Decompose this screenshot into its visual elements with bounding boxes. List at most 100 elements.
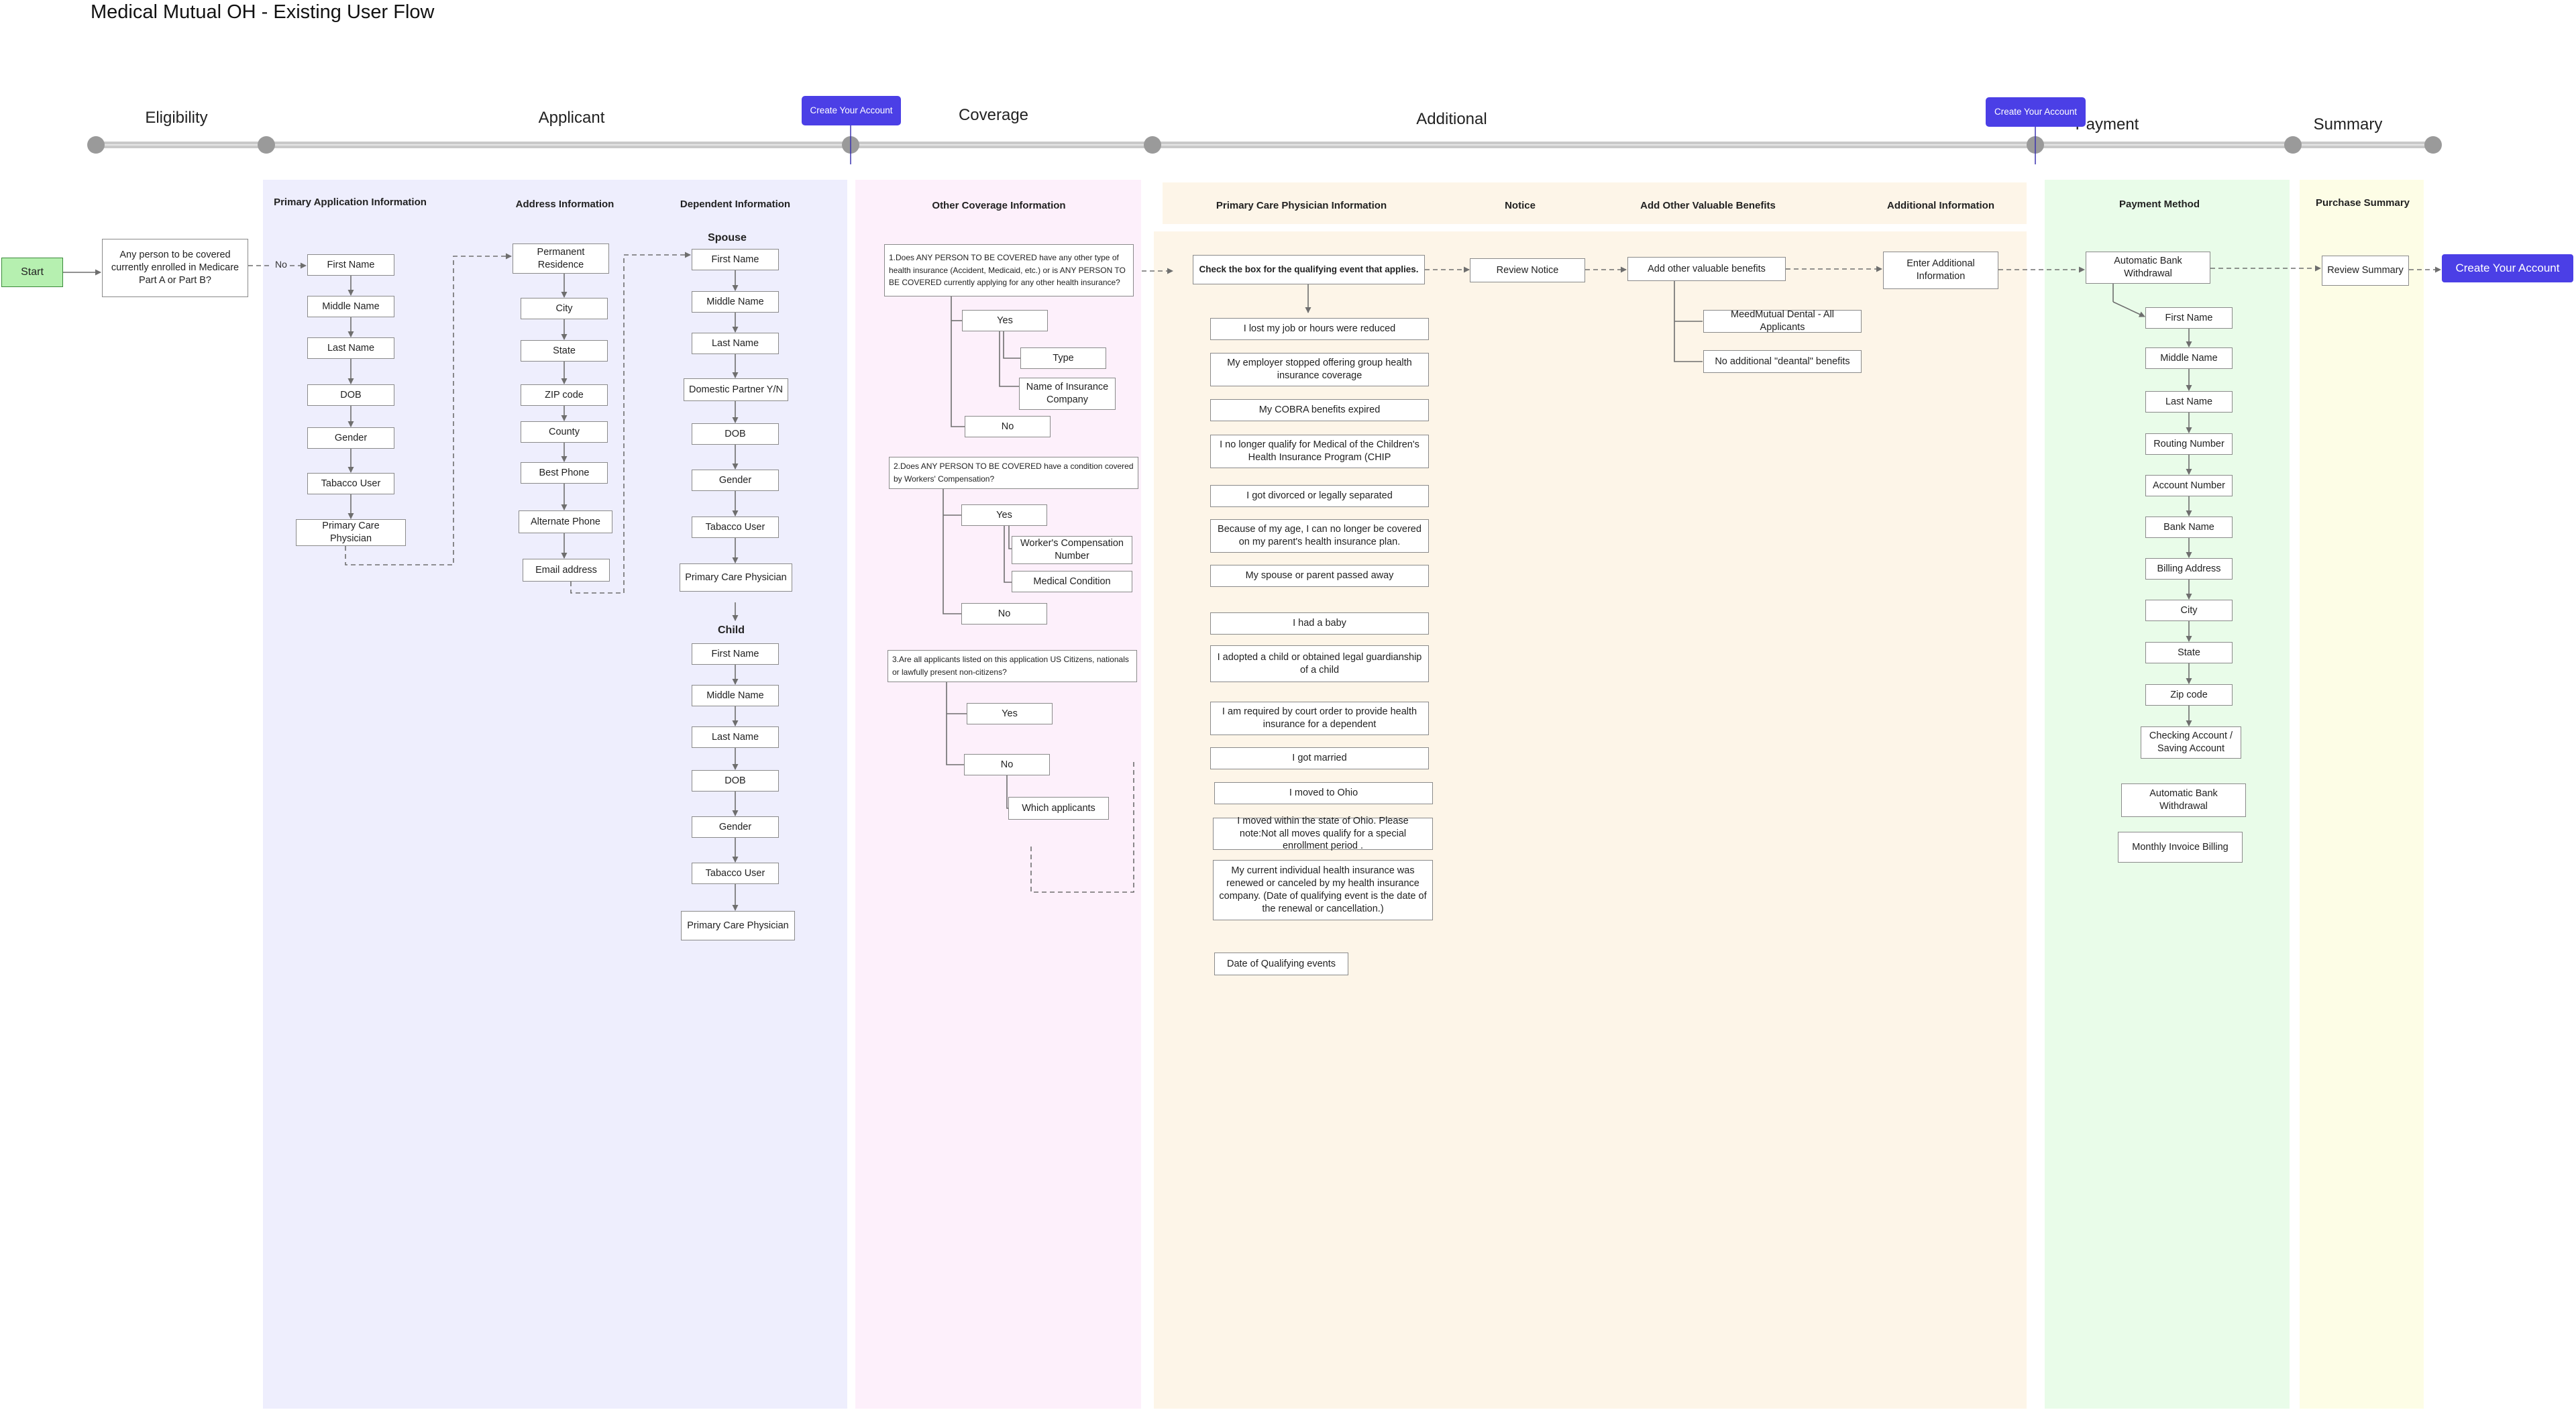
q2-wc-branch bbox=[1008, 526, 1012, 549]
spouse-primary-care-physician: Primary Care Physician bbox=[680, 563, 792, 592]
section-benefits: Add Other Valuable Benefits bbox=[1640, 200, 1776, 211]
event-age-out[interactable]: Because of my age, I can no longer be co… bbox=[1210, 519, 1429, 553]
payment-routing-number: Routing Number bbox=[2145, 433, 2233, 455]
address-to-spouse bbox=[570, 252, 691, 594]
summary-band bbox=[2300, 180, 2424, 1409]
address-city: City bbox=[521, 298, 608, 319]
q3-no: No bbox=[964, 754, 1050, 775]
child-dob: DOB bbox=[692, 770, 779, 792]
payment-account-type: Checking Account / Saving Account bbox=[2141, 726, 2241, 759]
event-employer-stopped[interactable]: My employer stopped offering group healt… bbox=[1210, 353, 1429, 386]
q2-no: No bbox=[961, 603, 1047, 624]
milestone-create-account-1[interactable]: Create Your Account bbox=[802, 96, 901, 125]
medicare-question: Any person to be covered currently enrol… bbox=[102, 239, 248, 297]
q1-type: Type bbox=[1020, 347, 1106, 369]
address-state: State bbox=[521, 340, 608, 362]
primary-gender: Gender bbox=[307, 427, 394, 449]
event-chip[interactable]: I no longer qualify for Medical of the C… bbox=[1210, 435, 1429, 468]
address-alternate-phone: Alternate Phone bbox=[519, 510, 612, 533]
payment-option-auto-bank[interactable]: Automatic Bank Withdrawal bbox=[2121, 783, 2246, 817]
spouse-middle-name: Middle Name bbox=[692, 291, 779, 313]
phase-payment: Payment bbox=[2075, 115, 2139, 133]
event-moved-within-ohio[interactable]: I moved within the state of Ohio. Please… bbox=[1213, 816, 1433, 851]
primary-care-physician: Primary Care Physician bbox=[296, 519, 406, 546]
q3-no-tree bbox=[1006, 775, 1008, 809]
child-primary-care-physician: Primary Care Physician bbox=[681, 911, 795, 940]
child-title: Child bbox=[718, 624, 745, 636]
event-renewed-canceled[interactable]: My current individual health insurance w… bbox=[1213, 860, 1433, 920]
phase-summary: Summary bbox=[2313, 115, 2383, 133]
timeline-dot-6 bbox=[2424, 136, 2442, 154]
timeline-dot-3 bbox=[1144, 136, 1161, 154]
payment-account-number: Account Number bbox=[2145, 475, 2233, 496]
coverage-question-3: 3.Are all applicants listed on this appl… bbox=[888, 650, 1137, 682]
address-permanent-residence: Permanent Residence bbox=[513, 243, 609, 274]
benefit-dental[interactable]: MeedMutual Dental - All Applicants bbox=[1703, 309, 1862, 333]
event-cobra-expired[interactable]: My COBRA benefits expired bbox=[1210, 399, 1429, 421]
event-court-order[interactable]: I am required by court order to provide … bbox=[1210, 702, 1429, 735]
address-zip-code: ZIP code bbox=[521, 384, 608, 406]
q3-tree bbox=[946, 682, 964, 765]
review-notice: Review Notice bbox=[1470, 258, 1585, 282]
q3-yes: Yes bbox=[967, 703, 1053, 724]
primary-first-name: First Name bbox=[307, 254, 394, 276]
primary-dob: DOB bbox=[307, 384, 394, 406]
check-qualifying-event: Check the box for the qualifying event t… bbox=[1193, 255, 1425, 284]
auto-bank-to-first-name bbox=[2112, 301, 2145, 317]
payment-option-monthly-invoice[interactable]: Monthly Invoice Billing bbox=[2118, 832, 2243, 863]
primary-last-name: Last Name bbox=[307, 337, 394, 359]
payment-last-name: Last Name bbox=[2145, 391, 2233, 413]
additional-band-header bbox=[1163, 182, 2027, 224]
create-account-button[interactable]: Create Your Account bbox=[2442, 254, 2573, 282]
payment-billing-address: Billing Address bbox=[2145, 558, 2233, 580]
section-address: Address Information bbox=[515, 199, 614, 210]
payment-middle-name: Middle Name bbox=[2145, 347, 2233, 369]
event-adopted-child[interactable]: I adopted a child or obtained legal guar… bbox=[1210, 645, 1429, 682]
spouse-gender: Gender bbox=[692, 470, 779, 491]
address-email: Email address bbox=[523, 559, 610, 582]
child-last-name: Last Name bbox=[692, 726, 779, 748]
event-had-baby[interactable]: I had a baby bbox=[1210, 612, 1429, 635]
q2-workers-comp-number: Worker's Compensation Number bbox=[1012, 536, 1132, 564]
spouse-tabacco-user: Tabacco User bbox=[692, 517, 779, 538]
q2-yes-tree bbox=[1004, 526, 1012, 583]
event-lost-job[interactable]: I lost my job or hours were reduced bbox=[1210, 318, 1429, 340]
address-county: County bbox=[521, 421, 608, 443]
spouse-last-name: Last Name bbox=[692, 333, 779, 354]
primary-to-address bbox=[345, 253, 512, 565]
payment-auto-bank-withdrawal: Automatic Bank Withdrawal bbox=[2086, 252, 2210, 284]
section-dependent: Dependent Information bbox=[680, 199, 791, 210]
payment-city: City bbox=[2145, 600, 2233, 621]
spouse-dob: DOB bbox=[692, 423, 779, 445]
timeline-dot-1 bbox=[258, 136, 275, 154]
spouse-title: Spouse bbox=[708, 232, 747, 243]
payment-zip-code: Zip code bbox=[2145, 684, 2233, 706]
event-spouse-parent-passed[interactable]: My spouse or parent passed away bbox=[1210, 565, 1429, 587]
timeline-dot-5 bbox=[2284, 136, 2302, 154]
primary-tabacco-user: Tabacco User bbox=[307, 473, 394, 494]
milestone-create-account-2[interactable]: Create Your Account bbox=[1986, 97, 2086, 127]
benefit-no-dental[interactable]: No additional "deantal" benefits bbox=[1703, 350, 1862, 373]
primary-middle-name: Middle Name bbox=[307, 296, 394, 317]
q2-yes: Yes bbox=[961, 504, 1047, 526]
q1-yes-tree bbox=[999, 331, 1019, 387]
event-got-married[interactable]: I got married bbox=[1210, 747, 1429, 769]
add-valuable-benefits: Add other valuable benefits bbox=[1627, 257, 1786, 281]
child-tabacco-user: Tabacco User bbox=[692, 863, 779, 884]
q1-tree bbox=[951, 296, 965, 427]
timeline-dot-0 bbox=[87, 136, 105, 154]
date-qualifying-events: Date of Qualifying events bbox=[1214, 953, 1348, 975]
spouse-domestic-partner: Domestic Partner Y/N bbox=[684, 378, 788, 401]
start-node[interactable]: Start bbox=[1, 258, 63, 287]
phase-eligibility: Eligibility bbox=[145, 109, 208, 127]
q2-tree bbox=[943, 489, 961, 614]
event-divorced[interactable]: I got divorced or legally separated bbox=[1210, 485, 1429, 507]
event-moved-to-ohio[interactable]: I moved to Ohio bbox=[1214, 782, 1433, 804]
enter-additional-information: Enter Additional Information bbox=[1883, 252, 1998, 289]
q1-yes: Yes bbox=[962, 310, 1048, 331]
child-gender: Gender bbox=[692, 816, 779, 838]
payment-first-name: First Name bbox=[2145, 307, 2233, 329]
payment-state: State bbox=[2145, 642, 2233, 663]
